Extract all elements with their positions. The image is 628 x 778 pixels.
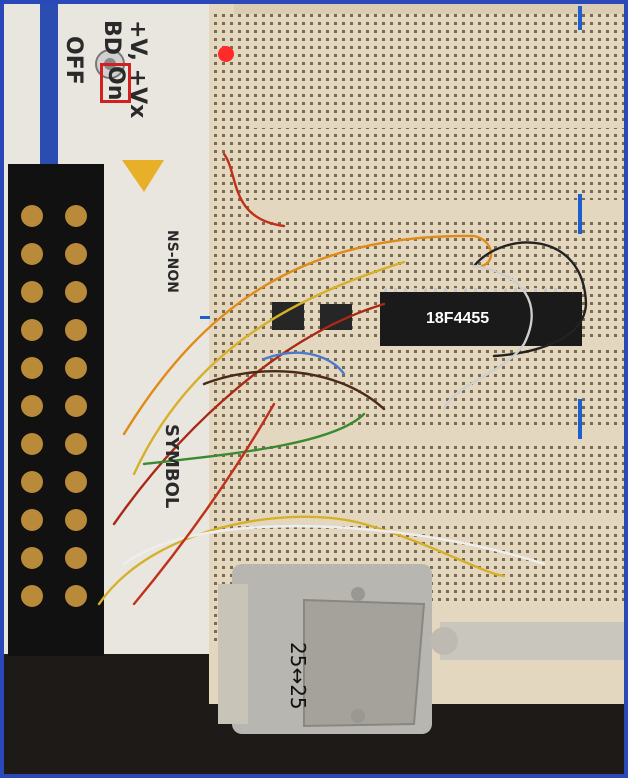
ribbon-cable — [440, 622, 624, 660]
breadboard-photo — [4, 4, 624, 774]
led-indicator — [218, 46, 234, 62]
off-label: OFF — [61, 36, 86, 85]
on-label: On — [100, 61, 131, 105]
cable-label: 25↔25 — [286, 642, 310, 710]
side-label-2: SYMBOL — [161, 424, 182, 509]
bd-label: BD — [99, 20, 124, 56]
side-label-1: NS-NON — [164, 230, 180, 293]
microcontroller-chip — [380, 292, 582, 346]
chip-part-number: 18F4455 — [426, 310, 490, 327]
voltage-label: +V, +Vx — [125, 20, 150, 119]
jumper-wires — [97, 152, 588, 606]
